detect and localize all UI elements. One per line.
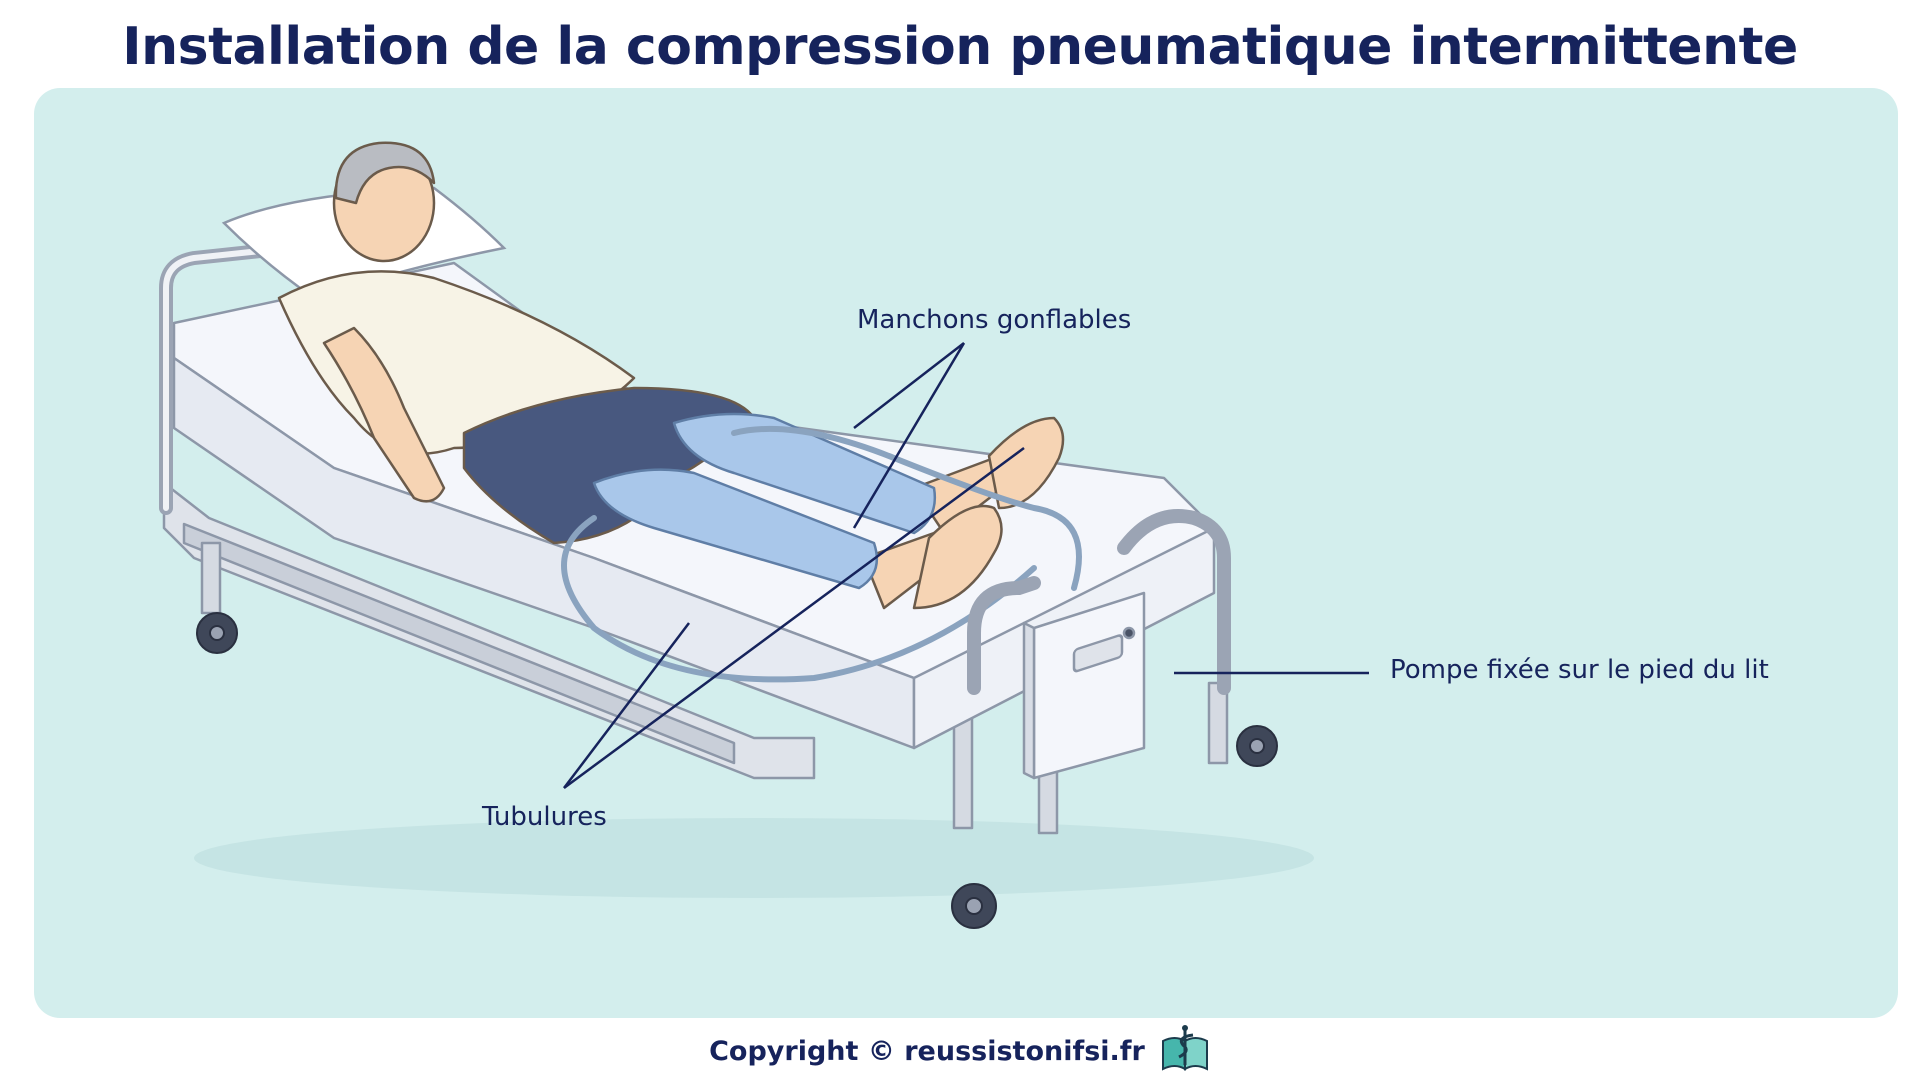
label-tubulures: Tubulures <box>482 802 607 832</box>
label-pompe: Pompe fixée sur le pied du lit <box>1390 655 1769 685</box>
copyright-text: Copyright © reussistonifsi.fr <box>709 1035 1145 1067</box>
page-title: Installation de la compression pneumatiq… <box>122 17 1798 77</box>
foot-rail <box>967 509 1231 695</box>
tubing <box>561 425 1082 683</box>
label-manchons: Manchons gonflables <box>857 305 1132 335</box>
hospital-bed-illustration <box>159 141 1369 929</box>
leader-lines <box>563 342 1369 790</box>
footer: Copyright © reussistonifsi.fr <box>0 1024 1920 1076</box>
head-rail-highlight <box>163 245 292 511</box>
floor-shadow <box>194 818 1314 898</box>
sleeve-lower <box>592 468 879 590</box>
book-caduceus-icon <box>1159 1023 1211 1080</box>
bed-wheels <box>196 612 1278 929</box>
pump <box>1022 591 1146 780</box>
bed-frame <box>162 481 1229 835</box>
